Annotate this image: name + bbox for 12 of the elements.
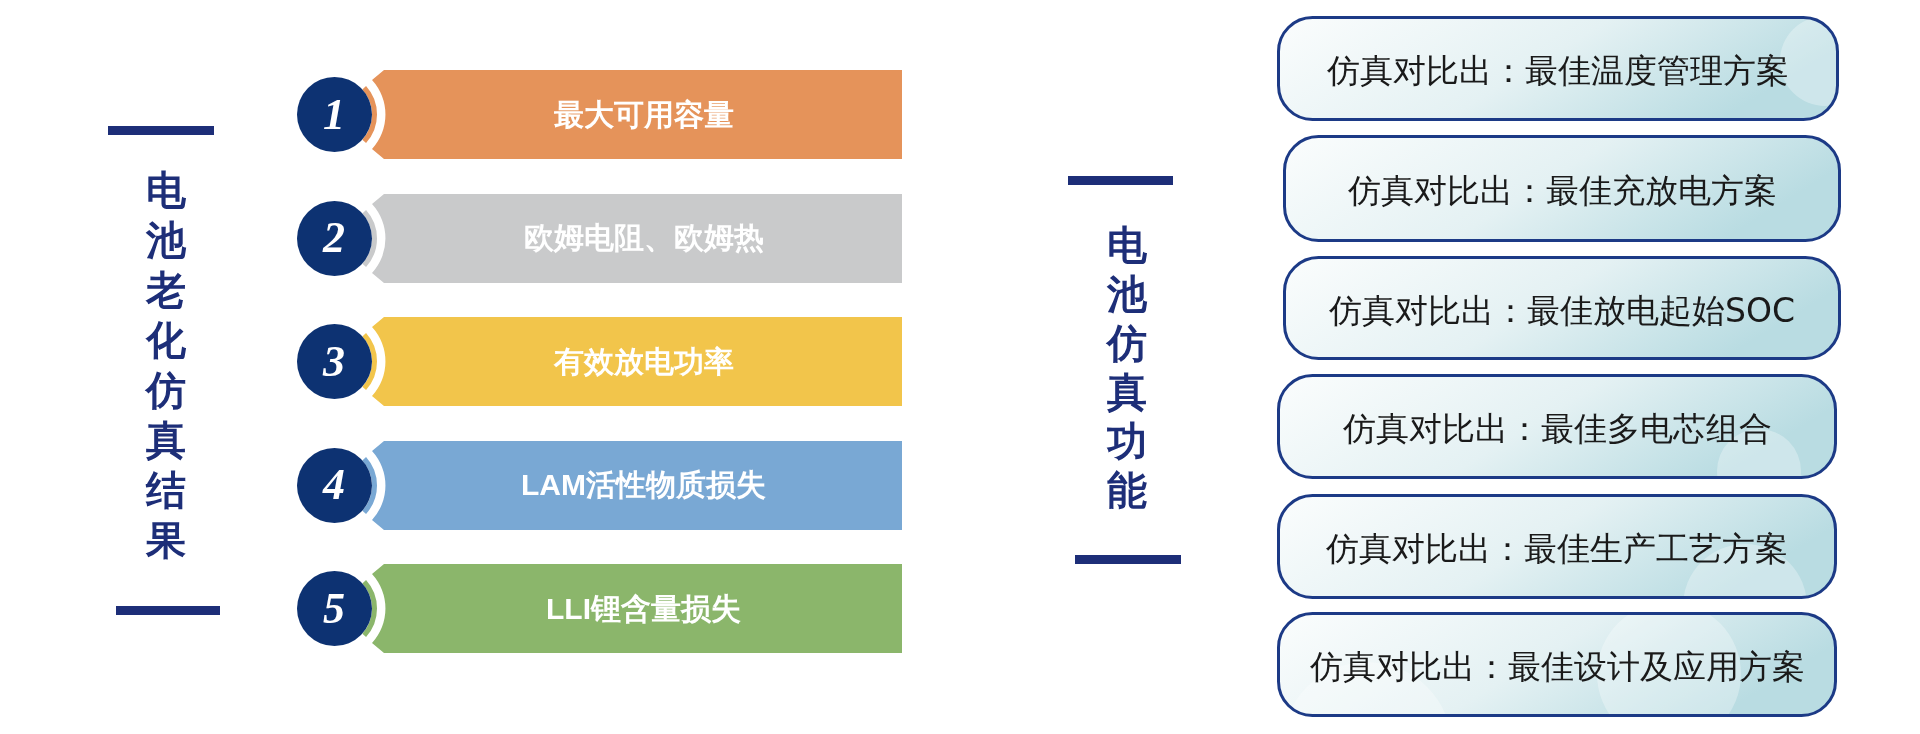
rounded-box: 仿真对比出：最佳多电芯组合 bbox=[1277, 374, 1837, 479]
rounded-box: 仿真对比出：最佳充放电方案 bbox=[1283, 135, 1841, 242]
rounded-box: 仿真对比出：最佳设计及应用方案 bbox=[1277, 612, 1837, 717]
vertical-heading: 电池老化仿真结果 bbox=[146, 165, 186, 565]
vertical-heading: 电池仿真功能 bbox=[1107, 221, 1147, 515]
ribbon-banner: 最大可用容量 bbox=[372, 70, 902, 159]
ribbon-banner: LLI锂含量损失 bbox=[372, 564, 902, 653]
rounded-box: 仿真对比出：最佳放电起始SOC bbox=[1283, 256, 1841, 360]
ribbon-banner: 有效放电功率 bbox=[372, 317, 902, 406]
rounded-box: 仿真对比出：最佳生产工艺方案 bbox=[1277, 494, 1837, 599]
ribbon-banner: LAM活性物质损失 bbox=[372, 440, 902, 530]
rounded-box: 仿真对比出：最佳温度管理方案 bbox=[1277, 16, 1839, 121]
